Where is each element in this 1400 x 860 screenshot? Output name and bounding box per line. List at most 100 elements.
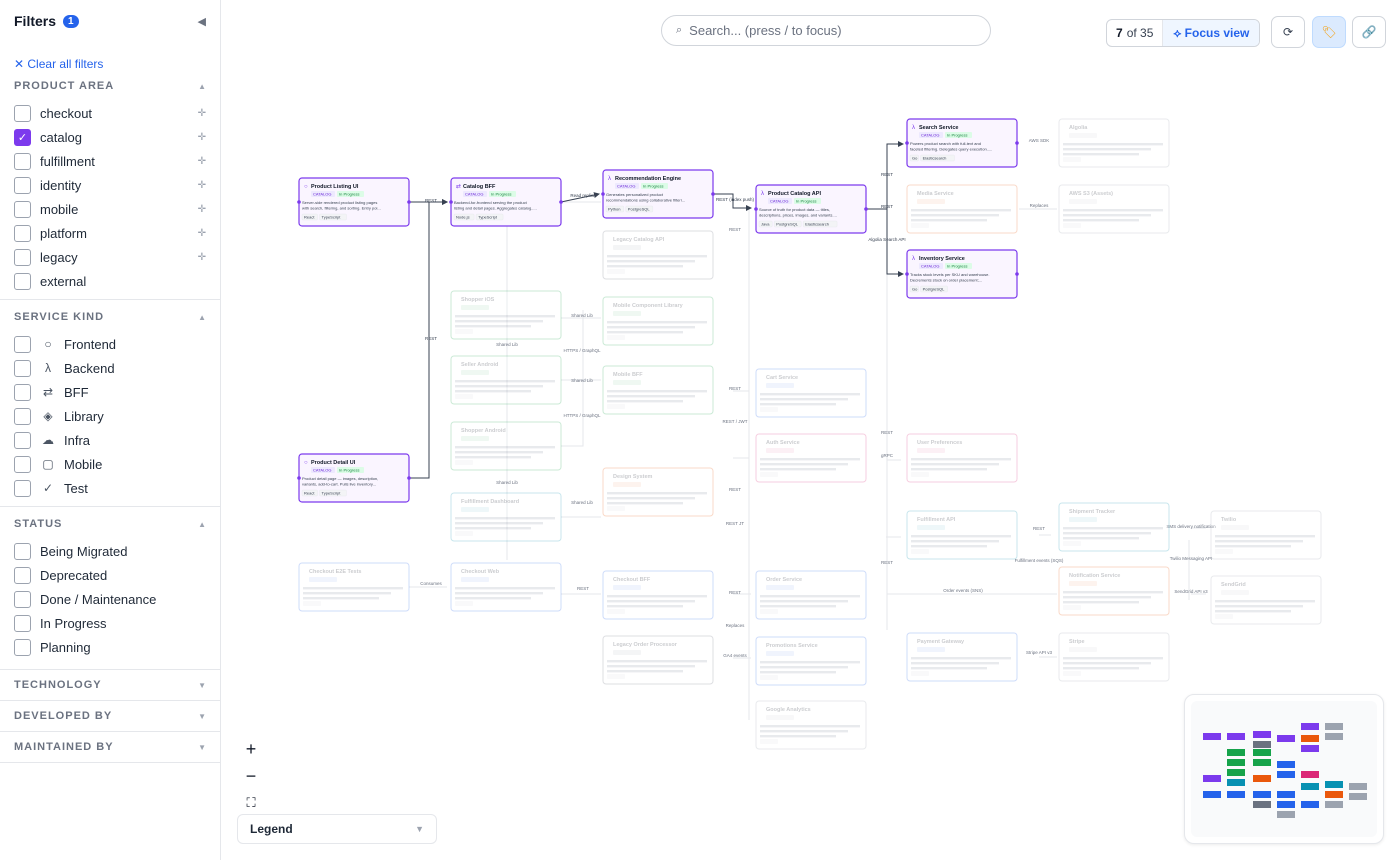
- checkbox[interactable]: [14, 431, 31, 449]
- node-dimmed[interactable]: Design System: [602, 467, 714, 517]
- filter-option-checkout[interactable]: checkout✛: [0, 101, 220, 125]
- node-dimmed[interactable]: Checkout E2E Tests: [298, 562, 410, 612]
- node-dimmed[interactable]: Legacy Order Processor: [602, 635, 714, 685]
- link-icon[interactable]: 🔗: [1352, 16, 1386, 48]
- node-dimmed[interactable]: Media Service: [906, 184, 1018, 234]
- checkbox[interactable]: [14, 638, 31, 656]
- section-header-status[interactable]: STATUS ▲: [0, 517, 220, 531]
- node-dimmed[interactable]: Fulfillment Dashboard: [450, 492, 562, 542]
- filter-option-done-maintenance[interactable]: Done / Maintenance: [0, 587, 220, 611]
- node-dimmed[interactable]: Algolia: [1058, 118, 1170, 168]
- clear-all-filters-link[interactable]: ✕ Clear all filters: [14, 57, 104, 71]
- search-input[interactable]: ⌕ Search... (press / to focus): [661, 15, 991, 46]
- node-dimmed[interactable]: Mobile BFF: [602, 365, 714, 415]
- section-header-technology[interactable]: TECHNOLOGY▼: [0, 670, 220, 701]
- filter-option-bff[interactable]: ⇄BFF: [0, 380, 220, 404]
- checkbox[interactable]: [14, 455, 31, 473]
- checkbox[interactable]: [14, 176, 31, 194]
- filter-option-test[interactable]: ✓Test: [0, 476, 220, 500]
- zoom-out-button[interactable]: −: [237, 763, 265, 789]
- filter-option-catalog[interactable]: ✓catalog✛: [0, 125, 220, 149]
- filter-option-mobile[interactable]: mobile✛: [0, 197, 220, 221]
- checkbox[interactable]: [14, 248, 31, 266]
- checkbox[interactable]: [14, 566, 31, 584]
- focus-view-button[interactable]: ⟡ Focus view: [1163, 20, 1260, 46]
- section-header-maintained-by[interactable]: MAINTAINED BY▼: [0, 732, 220, 763]
- focus-icon[interactable]: ✛: [197, 179, 206, 191]
- node-dimmed[interactable]: Fulfillment API: [906, 510, 1018, 560]
- filter-option-infra[interactable]: ☁Infra: [0, 428, 220, 452]
- checkbox[interactable]: [14, 272, 31, 290]
- filter-option-frontend[interactable]: ○Frontend: [0, 332, 220, 356]
- node-dimmed[interactable]: Cart Service: [755, 368, 867, 418]
- node-dimmed[interactable]: Auth Service: [755, 433, 867, 483]
- checkbox[interactable]: [14, 152, 31, 170]
- filter-option-planning[interactable]: Planning: [0, 635, 220, 659]
- filter-option-being-migrated[interactable]: Being Migrated: [0, 539, 220, 563]
- node-dimmed[interactable]: Shipment Tracker: [1058, 502, 1170, 552]
- filter-option-fulfillment[interactable]: fulfillment✛: [0, 149, 220, 173]
- zoom-in-button[interactable]: +: [237, 736, 265, 762]
- tag-icon[interactable]: 🏷: [1312, 16, 1346, 48]
- node-dimmed[interactable]: Stripe: [1058, 632, 1170, 682]
- minimap[interactable]: [1184, 694, 1384, 844]
- section-header-product-area[interactable]: PRODUCT AREA ▲: [0, 79, 220, 93]
- node-dimmed[interactable]: Notification Service: [1058, 566, 1170, 616]
- node-dimmed[interactable]: Mobile Component Library: [602, 296, 714, 346]
- checkbox[interactable]: [14, 407, 31, 425]
- focus-icon[interactable]: ✛: [197, 227, 206, 239]
- filter-option-legacy[interactable]: legacy✛: [0, 245, 220, 269]
- focus-icon[interactable]: ✛: [197, 107, 206, 119]
- fit-view-button[interactable]: ⛶: [237, 790, 265, 816]
- node-dimmed[interactable]: Google Analytics: [755, 700, 867, 750]
- filter-option-identity[interactable]: identity✛: [0, 173, 220, 197]
- section-header-service-kind[interactable]: SERVICE KIND ▲: [0, 310, 220, 324]
- node-dimmed[interactable]: Checkout BFF: [602, 570, 714, 620]
- focus-icon[interactable]: ✛: [197, 131, 206, 143]
- node-dimmed[interactable]: Shopper Android: [450, 421, 562, 471]
- checkbox[interactable]: [14, 479, 31, 497]
- checkbox[interactable]: [14, 224, 31, 242]
- filter-option-external[interactable]: external: [0, 269, 220, 293]
- node-dimmed[interactable]: Seller Android: [450, 355, 562, 405]
- node-dimmed[interactable]: SendGrid: [1210, 575, 1322, 625]
- checkbox[interactable]: [14, 542, 31, 560]
- filter-option-deprecated[interactable]: Deprecated: [0, 563, 220, 587]
- legend-toggle[interactable]: Legend ▼: [237, 814, 437, 844]
- checkbox[interactable]: [14, 200, 31, 218]
- triangle-left-icon[interactable]: ◀: [197, 15, 206, 28]
- filter-option-platform[interactable]: platform✛: [0, 221, 220, 245]
- node-dimmed[interactable]: Checkout Web: [450, 562, 562, 612]
- focus-icon[interactable]: ✛: [197, 251, 206, 263]
- node-dimmed[interactable]: Payment Gateway: [906, 632, 1018, 682]
- checkbox[interactable]: [14, 335, 31, 353]
- checkbox[interactable]: [14, 614, 31, 632]
- checkbox[interactable]: [14, 104, 31, 122]
- reset-icon[interactable]: ⟳: [1271, 16, 1305, 48]
- focus-icon[interactable]: ✛: [197, 203, 206, 215]
- checkbox[interactable]: [14, 590, 31, 608]
- checkbox[interactable]: ✓: [14, 128, 31, 146]
- node-dimmed[interactable]: Twilio: [1210, 510, 1322, 560]
- node-dimmed[interactable]: Promotions Service: [755, 636, 867, 686]
- node-dimmed[interactable]: Shopper iOS: [450, 290, 562, 340]
- section-header-developed-by[interactable]: DEVELOPED BY▼: [0, 701, 220, 732]
- checkbox[interactable]: [14, 359, 31, 377]
- checkbox[interactable]: [14, 383, 31, 401]
- filter-option-library[interactable]: ◈Library: [0, 404, 220, 428]
- filter-option-mobile[interactable]: ▢Mobile: [0, 452, 220, 476]
- focus-icon[interactable]: ✛: [197, 155, 206, 167]
- node-dimmed[interactable]: User Preferences: [906, 433, 1018, 483]
- node-dimmed[interactable]: Order Service: [755, 570, 867, 620]
- filter-option-in-progress[interactable]: In Progress: [0, 611, 220, 635]
